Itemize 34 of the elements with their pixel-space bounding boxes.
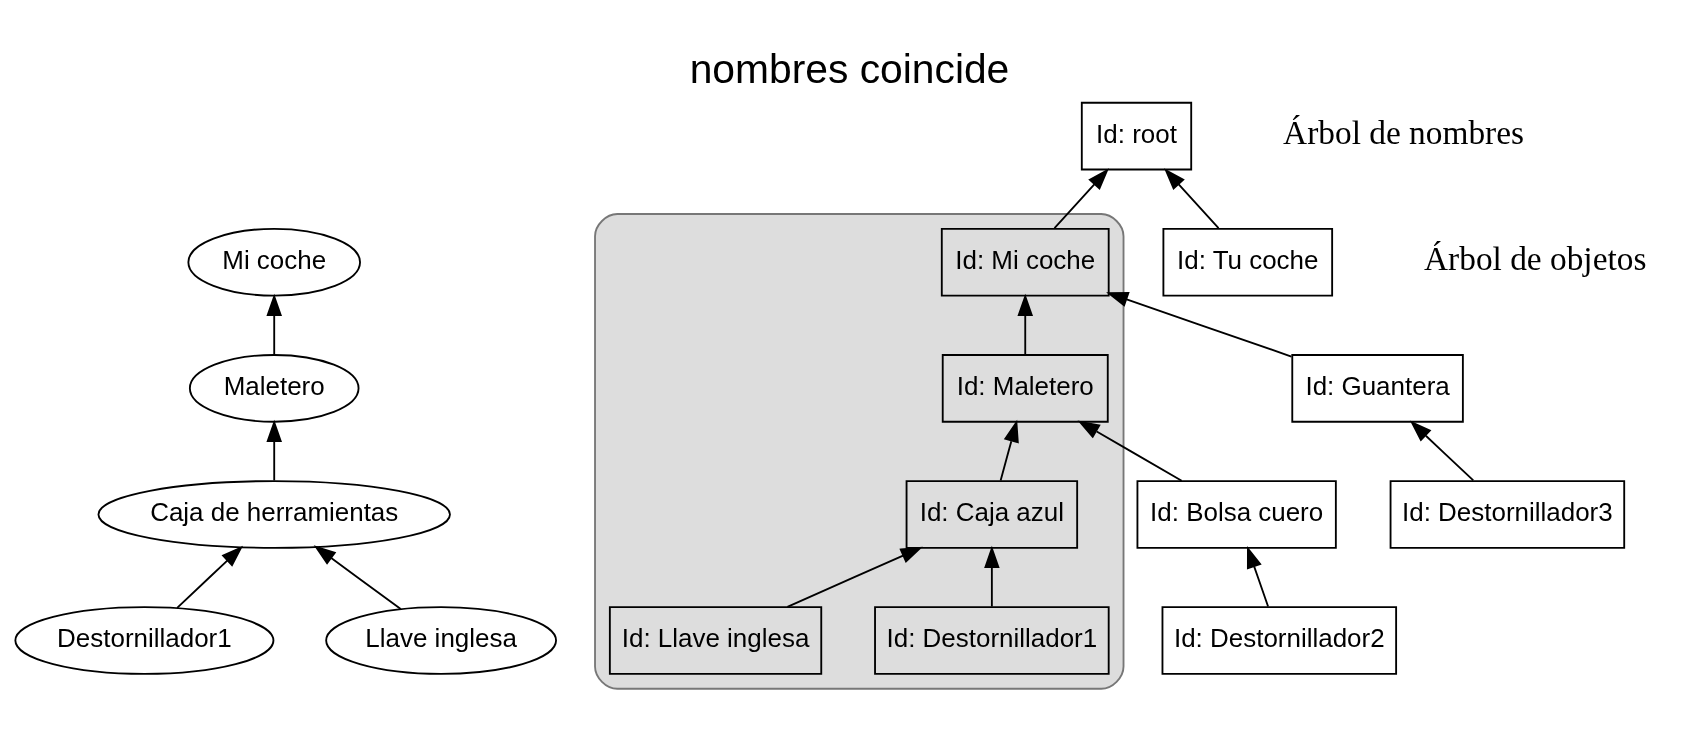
node-ellipse: Destornillador1: [14, 606, 275, 675]
arrow: [1053, 168, 1109, 230]
node-box: Id: Maletero: [941, 354, 1109, 423]
arrow: [1246, 546, 1269, 608]
label: Árbol de objetos: [1424, 240, 1647, 278]
node-box: Id: Llave inglesa: [608, 606, 823, 675]
node-box: Id: Bolsa cuero: [1136, 480, 1337, 549]
cluster: [594, 213, 1125, 690]
arrow: [176, 545, 244, 609]
node-ellipse: Caja de herramientas: [97, 480, 451, 549]
arrow: [984, 545, 1000, 608]
node-box: Id: Mi coche: [940, 227, 1110, 297]
arrow: [1017, 293, 1034, 356]
node-ellipse: Maletero: [188, 354, 360, 423]
label: Árbol de nombres: [1283, 114, 1524, 152]
node-ellipse: Mi coche: [187, 227, 361, 297]
node-box: Id: Tu coche: [1162, 227, 1334, 297]
node-box: Id: Guantera: [1291, 354, 1464, 423]
diagram-title: nombres coincide: [689, 46, 1010, 93]
node-box: Id: Destornillador3: [1389, 480, 1626, 549]
arrow: [313, 545, 402, 610]
node-box: Id: Destornillador1: [874, 606, 1110, 675]
arrow: [1409, 420, 1475, 482]
node-box: Id: Caja azul: [905, 480, 1079, 549]
node-ellipse: Llave inglesa: [325, 606, 557, 675]
arrow: [266, 293, 282, 356]
arrow: [266, 419, 282, 482]
arrow: [1164, 168, 1220, 230]
arrow: [1106, 292, 1293, 358]
node-box: Id: Destornillador2: [1161, 606, 1398, 675]
node-box: Id: root: [1080, 101, 1193, 171]
arrow: [999, 419, 1019, 482]
arrow: [786, 546, 923, 608]
arrow: [1077, 420, 1183, 482]
